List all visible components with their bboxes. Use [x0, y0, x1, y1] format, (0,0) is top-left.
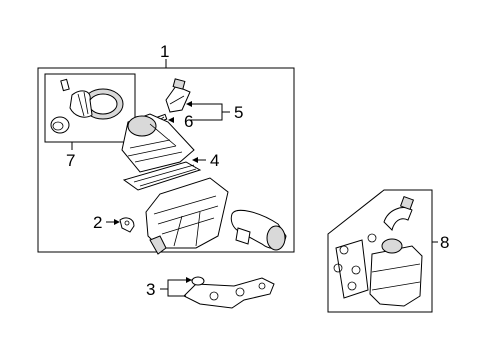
callout-7: 7 [66, 151, 75, 170]
arrow-6 [168, 117, 174, 123]
leader-3 [167, 279, 192, 297]
reservoir-hose-end [399, 195, 415, 211]
arrow-3 [186, 277, 192, 283]
outlet-tube [230, 209, 287, 251]
upper-housing-port [127, 115, 157, 137]
lower-housing-ribs [153, 195, 219, 247]
reservoir-cap [381, 238, 403, 254]
callout-5: 5 [234, 103, 243, 122]
reservoir-bolt-d [347, 281, 357, 291]
lower-housing-mount [149, 235, 167, 255]
callout-2: 2 [93, 213, 102, 232]
reservoir-bolt-a [339, 245, 349, 255]
arrow-2 [114, 219, 120, 225]
outlet-tube-flange [235, 227, 251, 245]
callout-8: 8 [440, 233, 449, 252]
leader-5 [190, 103, 223, 121]
callout-4: 4 [210, 151, 219, 170]
bracket-hole-a [209, 291, 219, 301]
bracket-hole-b [235, 287, 245, 297]
upper-housing [121, 113, 195, 173]
callout-1: 1 [160, 42, 169, 61]
duct-ribs [77, 91, 89, 117]
bracket-hole-c [258, 282, 266, 290]
bracket-washer [191, 276, 205, 286]
reservoir-bolt-e [367, 233, 377, 243]
arrow-4 [192, 157, 198, 163]
upper-housing-ribs [127, 123, 183, 163]
callout-3: 3 [146, 280, 155, 299]
clip-hole [124, 220, 130, 226]
intake-duct-part-7 [50, 78, 124, 134]
lower-housing [145, 177, 229, 255]
bracket-body [183, 277, 275, 309]
reservoir-bolt-c [351, 265, 361, 275]
duct-opening [88, 93, 118, 115]
arrow-5a [186, 101, 192, 107]
clip-part-2 [119, 217, 135, 233]
reservoir-bolt-b [333, 263, 343, 273]
reservoir-seam [371, 263, 421, 291]
duct-clamp-screw [60, 78, 70, 92]
reservoir-tank [369, 245, 423, 307]
reservoir-frame [327, 189, 433, 313]
filter-pleats [133, 164, 197, 187]
callout-6: 6 [184, 112, 193, 131]
outlet-tube-end [266, 225, 286, 251]
sub-frame-7 [44, 73, 136, 143]
clamp-ring-inner [52, 121, 64, 131]
reservoir-part-8 [333, 195, 423, 307]
sensor-part-5 [165, 78, 191, 113]
sensor-detail [169, 95, 185, 105]
clamp-ring [50, 116, 70, 134]
reservoir-neck [383, 207, 413, 231]
sensor-connector [172, 78, 186, 90]
bracket-part-3 [183, 276, 275, 309]
filter-part-4 [122, 161, 202, 191]
